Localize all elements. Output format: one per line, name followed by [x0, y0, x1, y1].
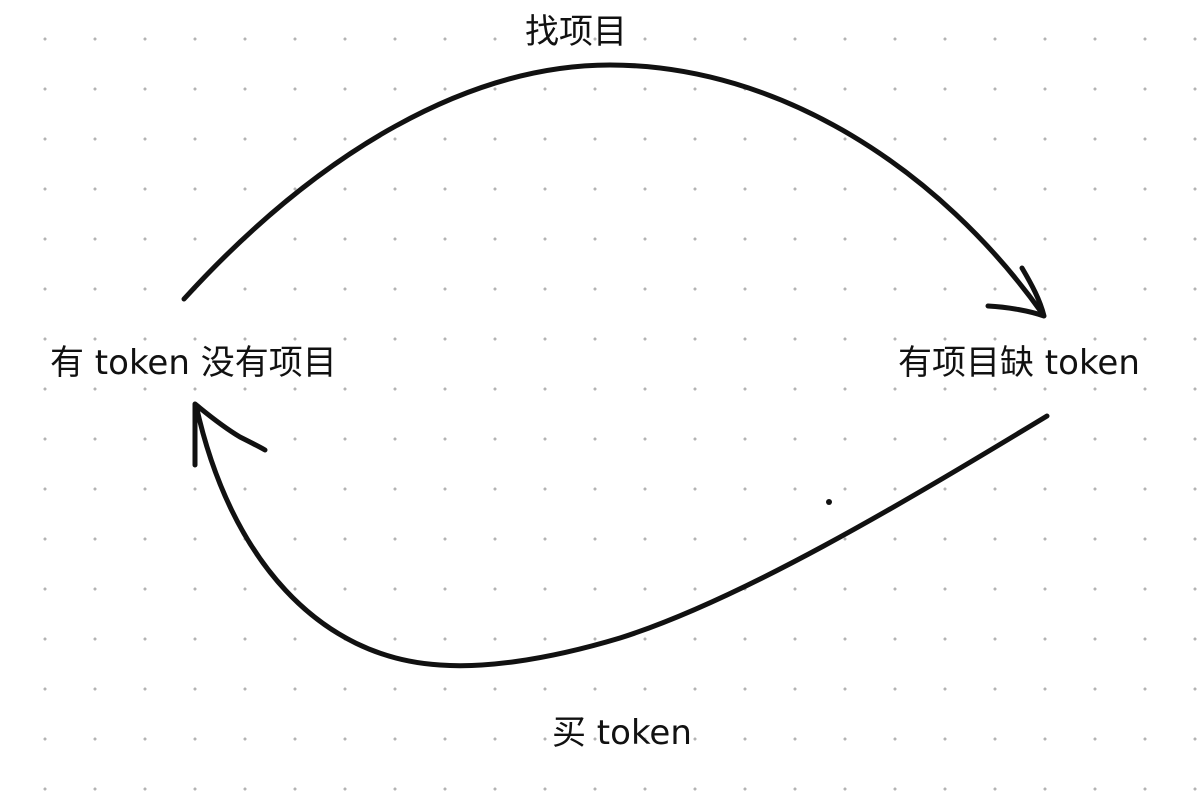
bottom-arrow-curve: [193, 402, 1050, 669]
top-arrow-curve: [181, 62, 1045, 316]
stray-dot: [826, 499, 832, 505]
edge-label-buy-token: 买 token: [552, 713, 692, 753]
top-arrowhead: [985, 265, 1047, 319]
node-label-has-project-lacks-token: 有项目缺 token: [898, 343, 1140, 383]
bottom-arrowhead: [192, 401, 268, 468]
node-label-has-token-no-project: 有 token 没有项目: [50, 343, 337, 383]
edge-label-find-project: 找项目: [525, 12, 627, 52]
